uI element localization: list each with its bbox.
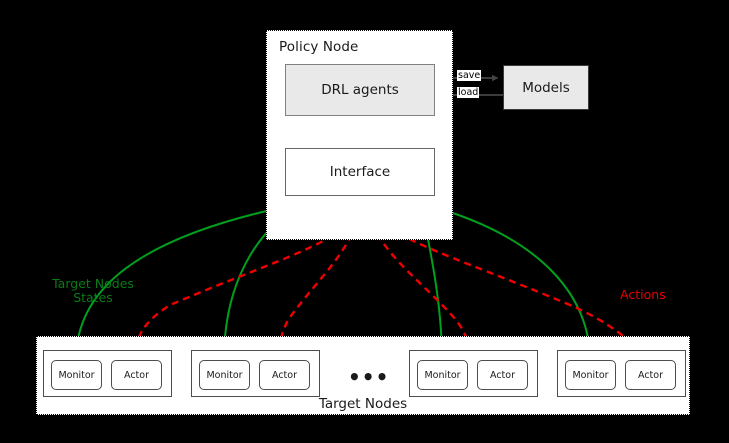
drl-agents-label: DRL agents (321, 82, 399, 98)
target-nodes-states-label: Target Nodes States (38, 277, 148, 305)
actor-box-3[interactable]: Actor (477, 360, 528, 390)
policy-node-title: Policy Node (279, 39, 359, 55)
target-node-group-1[interactable]: Monitor Actor (43, 350, 172, 397)
monitor-box-4[interactable]: Monitor (565, 360, 616, 390)
save-edge-label: save (457, 70, 482, 81)
target-node-group-4[interactable]: Monitor Actor (557, 350, 686, 397)
interface-label: Interface (329, 164, 391, 180)
drl-agents-box[interactable]: DRL agents (285, 64, 435, 116)
actions-label: Actions (620, 287, 666, 302)
models-label: Models (522, 79, 570, 96)
models-box[interactable]: Models (503, 65, 589, 110)
actor-label-2: Actor (272, 369, 297, 381)
states-label-line1: Target Nodes (52, 276, 134, 291)
target-nodes-title: Target Nodes (318, 396, 408, 412)
actor-box-2[interactable]: Actor (259, 360, 310, 390)
load-edge-label: load (457, 87, 480, 98)
monitor-box-2[interactable]: Monitor (199, 360, 250, 390)
actor-box-4[interactable]: Actor (625, 360, 676, 390)
monitor-box-3[interactable]: Monitor (417, 360, 468, 390)
actor-label-3: Actor (490, 369, 515, 381)
policy-node-container: Policy Node (266, 30, 453, 240)
monitor-label-2: Monitor (206, 369, 243, 381)
interface-box[interactable]: Interface (285, 148, 435, 196)
actor-label-4: Actor (638, 369, 663, 381)
monitor-label-1: Monitor (58, 369, 95, 381)
target-node-group-3[interactable]: Monitor Actor (409, 350, 538, 397)
monitor-box-1[interactable]: Monitor (51, 360, 102, 390)
monitor-label-3: Monitor (424, 369, 461, 381)
monitor-label-4: Monitor (572, 369, 609, 381)
target-node-group-2[interactable]: Monitor Actor (191, 350, 320, 397)
actor-box-1[interactable]: Actor (111, 360, 162, 390)
ellipsis-indicator: ••• (348, 365, 390, 389)
states-label-line2: States (73, 290, 113, 305)
actor-label-1: Actor (124, 369, 149, 381)
